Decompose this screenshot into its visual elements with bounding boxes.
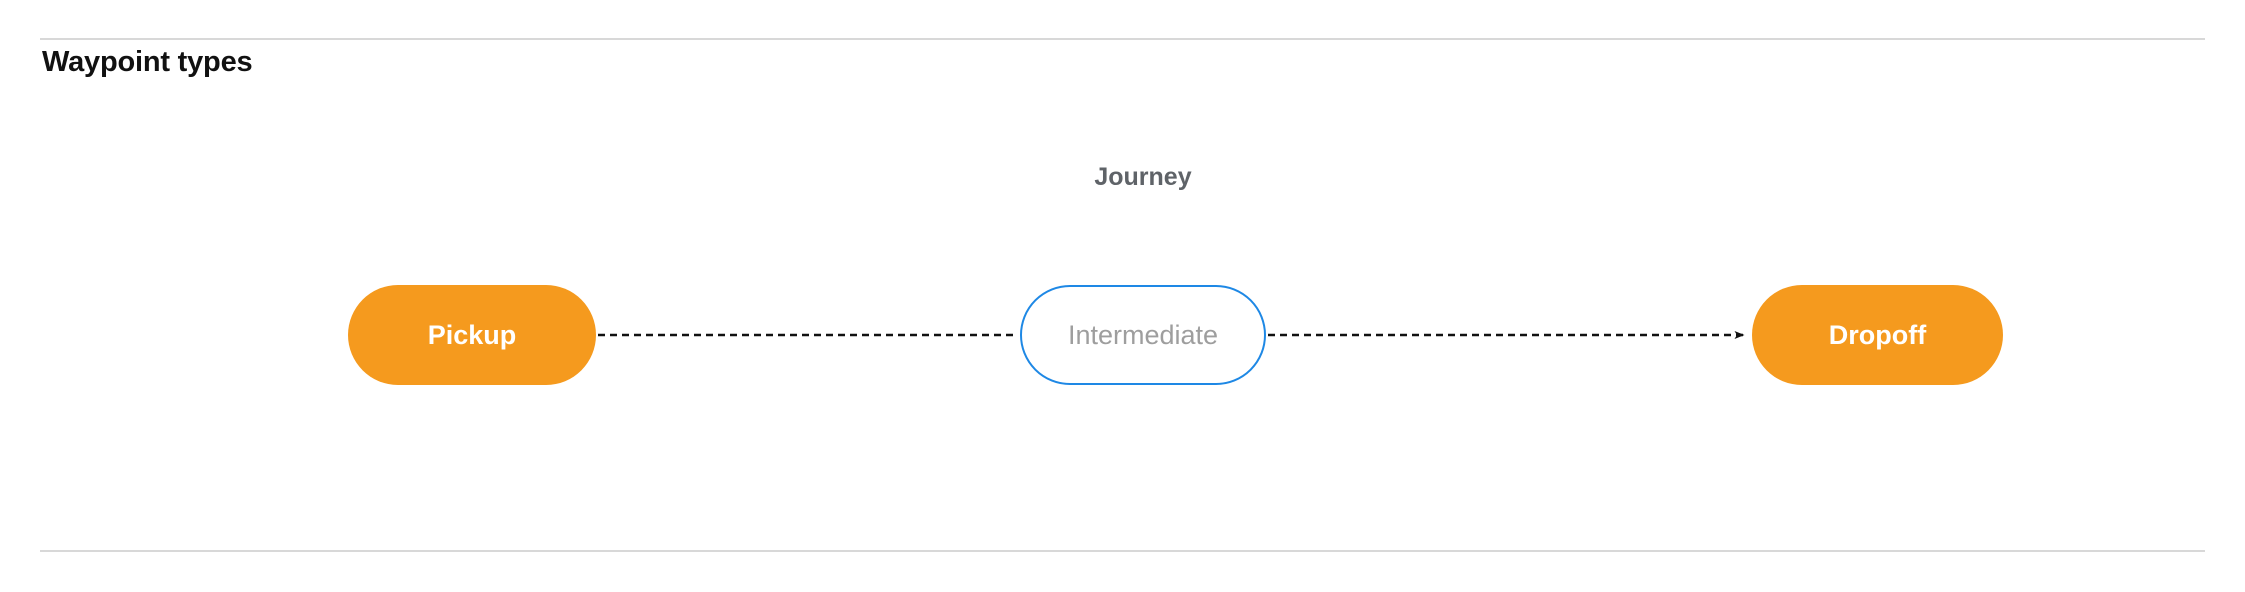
- section-divider-top: [40, 38, 2205, 40]
- node-dropoff[interactable]: Dropoff: [1752, 285, 2003, 385]
- page-title: Waypoint types: [42, 46, 253, 78]
- node-pickup[interactable]: Pickup: [348, 285, 596, 385]
- journey-group-label: Journey: [1094, 163, 1192, 191]
- node-intermediate[interactable]: Intermediate: [1020, 285, 1266, 385]
- section-divider-bottom: [40, 550, 2205, 552]
